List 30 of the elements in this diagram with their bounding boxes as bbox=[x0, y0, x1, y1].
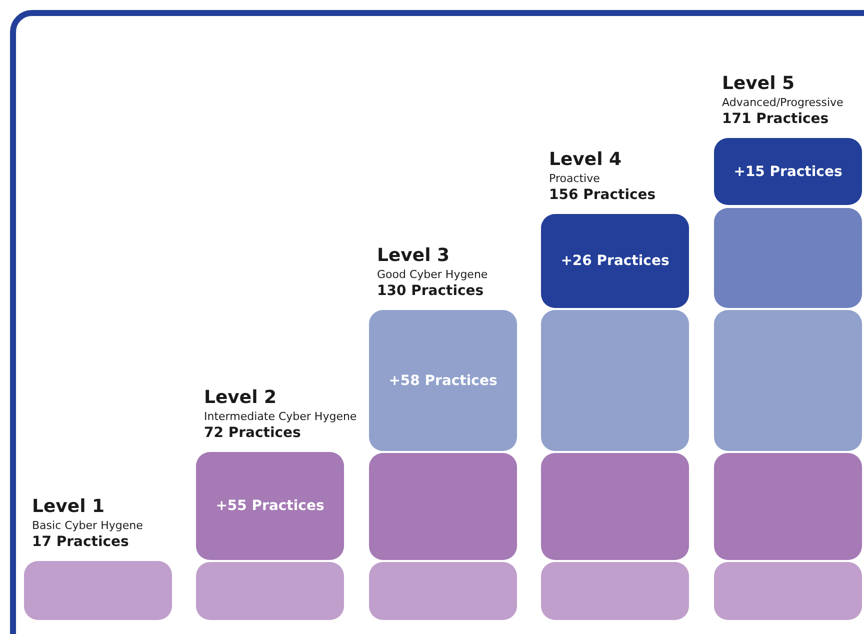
stacked-block bbox=[541, 562, 689, 620]
stacked-block bbox=[714, 208, 862, 308]
level-block: +58 Practices bbox=[369, 310, 517, 451]
practice-count: 130 Practices bbox=[377, 282, 485, 300]
stacked-block bbox=[24, 561, 172, 620]
level-heading: Level 1 bbox=[32, 496, 106, 518]
practice-count: 17 Practices bbox=[32, 533, 130, 551]
stacked-block bbox=[714, 453, 862, 560]
stacked-block bbox=[541, 453, 689, 560]
stacked-block bbox=[369, 562, 517, 620]
level-subtitle: Proactive bbox=[549, 171, 601, 186]
stacked-block bbox=[541, 310, 689, 451]
level-block: +15 Practices bbox=[714, 138, 862, 205]
level-heading: Level 3 bbox=[377, 245, 451, 267]
practice-count: 171 Practices bbox=[722, 110, 830, 128]
level-subtitle: Basic Cyber Hygene bbox=[32, 518, 143, 533]
practice-count: 72 Practices bbox=[204, 424, 302, 442]
level-heading: Level 4 bbox=[549, 149, 623, 171]
stacked-block bbox=[196, 562, 344, 620]
practice-count: 156 Practices bbox=[549, 186, 656, 204]
stacked-block bbox=[714, 310, 862, 451]
stacked-block bbox=[369, 453, 517, 560]
level-subtitle: Advanced/Progressive bbox=[722, 95, 844, 110]
level-subtitle: Good Cyber Hygene bbox=[377, 267, 488, 282]
level-block: +26 Practices bbox=[541, 214, 689, 308]
level-heading: Level 2 bbox=[204, 387, 278, 409]
level-heading: Level 5 bbox=[722, 73, 796, 95]
level-block: +55 Practices bbox=[196, 452, 344, 560]
stacked-block bbox=[714, 562, 862, 620]
level-subtitle: Intermediate Cyber Hygene bbox=[204, 409, 357, 424]
